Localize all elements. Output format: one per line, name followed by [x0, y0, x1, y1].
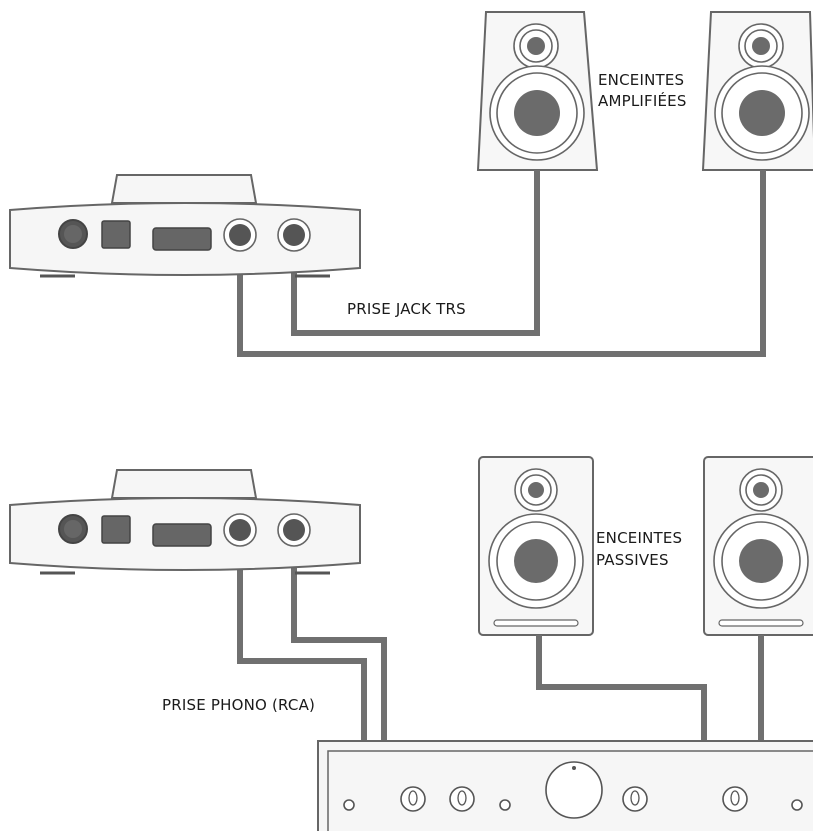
active-speakers-label-line2: AMPLIFIÉES — [598, 91, 687, 110]
passive-speaker-right — [703, 456, 813, 636]
trs-jack-label: PRISE JACK TRS — [347, 300, 466, 318]
passive-speakers-label-line2: PASSIVES — [596, 551, 669, 569]
active-speaker-left — [476, 11, 599, 171]
amplifier — [317, 740, 813, 831]
passive-speakers-label-line1: ENCEINTES — [596, 529, 682, 547]
active-speaker-right — [701, 11, 813, 171]
trs-cable-right — [237, 170, 766, 357]
trs-cable-left — [291, 170, 540, 336]
active-speakers-label-line1: ENCEINTES — [598, 71, 684, 89]
rca-cable-left — [237, 535, 367, 745]
rca-cable-right — [291, 535, 387, 745]
speaker-cable-left — [536, 635, 707, 745]
rca-phono-label: PRISE PHONO (RCA) — [162, 696, 315, 714]
passive-speaker-left — [478, 456, 594, 636]
audio-interface-bottom — [9, 469, 361, 575]
audio-interface-top — [9, 174, 361, 278]
